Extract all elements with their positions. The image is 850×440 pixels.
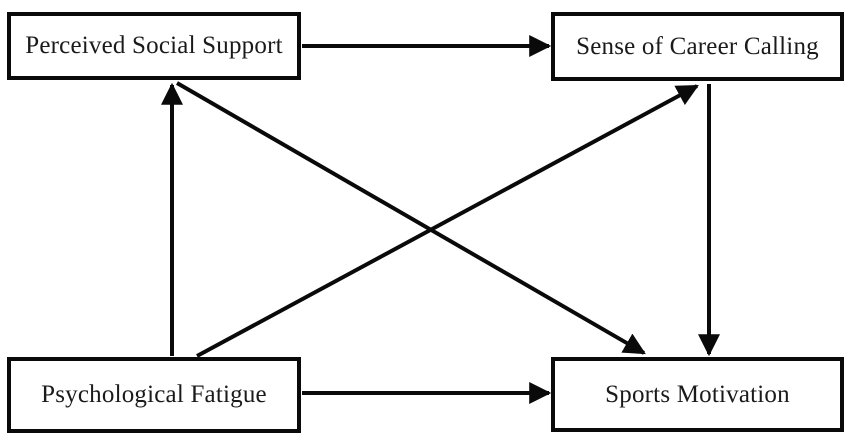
arrow-fatigue-to-calling-diagonal [196, 84, 699, 358]
node-sports-motivation: Sports Motivation [551, 357, 844, 432]
node-sports-motivation-label: Sports Motivation [605, 380, 790, 408]
arrow-support-to-motivation-diagonal [175, 81, 646, 355]
node-perceived-social-support: Perceived Social Support [7, 12, 301, 80]
node-psychological-fatigue-label: Psychological Fatigue [41, 381, 267, 408]
node-sense-of-career-calling: Sense of Career Calling [551, 12, 844, 81]
node-sense-of-career-calling-label: Sense of Career Calling [576, 32, 819, 60]
node-psychological-fatigue: Psychological Fatigue [7, 357, 301, 433]
node-perceived-social-support-label: Perceived Social Support [25, 32, 283, 59]
